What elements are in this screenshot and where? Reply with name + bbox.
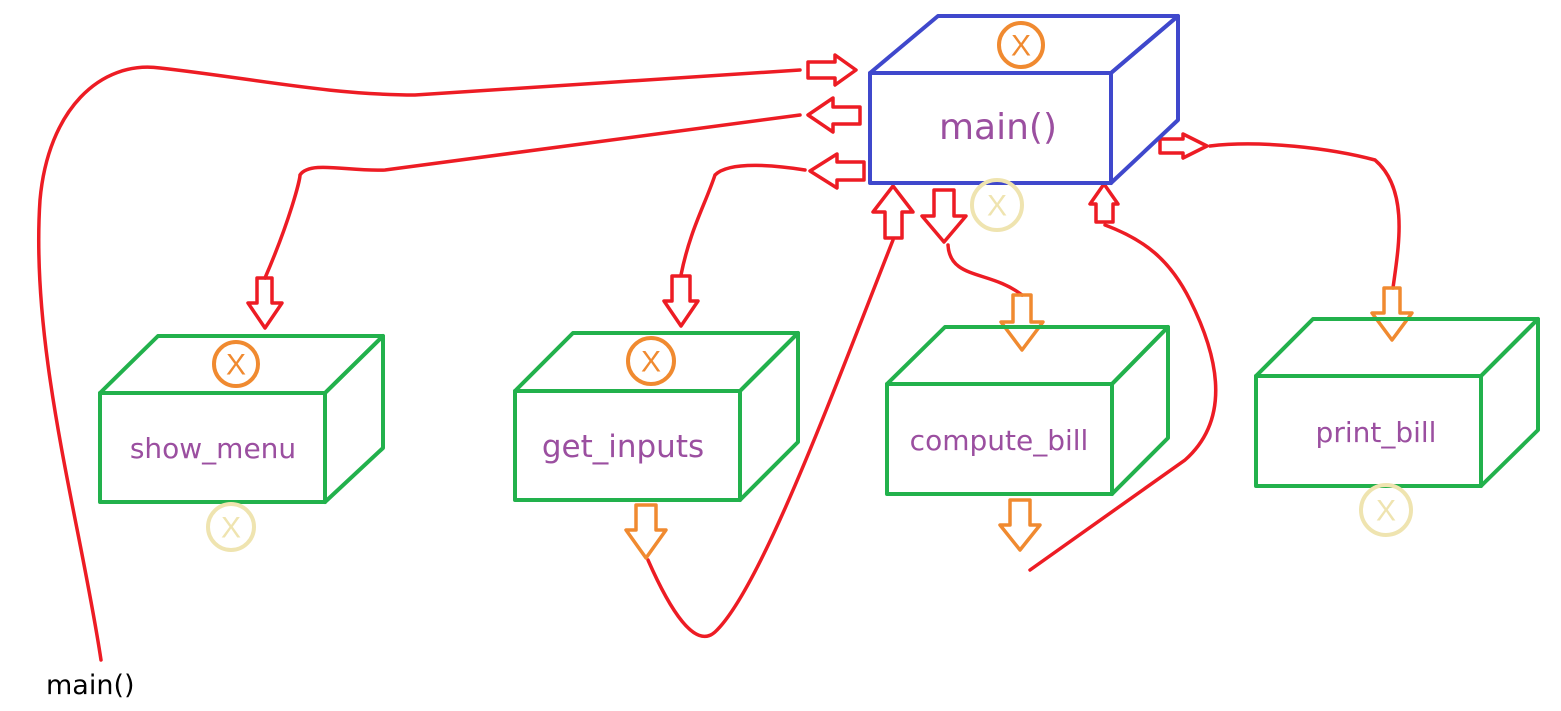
marker-main-faded: X xyxy=(970,178,1024,232)
marker-show-menu-faded: X xyxy=(206,502,256,552)
call-curve-show-menu xyxy=(263,113,802,280)
return-curve-get-inputs xyxy=(646,238,895,639)
return-curve-compute-bill xyxy=(1028,223,1218,572)
marker-show-menu-faded-glyph: X xyxy=(221,512,241,545)
call-arrows xyxy=(246,53,1209,330)
marker-print-bill-faded-glyph: X xyxy=(1376,495,1396,528)
print-bill-box-side-face xyxy=(1479,317,1540,488)
marker-main-faded-glyph: X xyxy=(987,190,1007,223)
markers: X X X X X X xyxy=(206,21,1413,552)
print-bill-label: print_bill xyxy=(1316,416,1437,449)
compute-bill-box-top-face xyxy=(885,325,1170,386)
marker-get-inputs-active-glyph: X xyxy=(641,346,661,379)
compute-bill-box-side-face xyxy=(1110,325,1170,496)
compute-bill-label: compute_bill xyxy=(910,424,1089,457)
arrow-down-from-get-inputs xyxy=(624,503,668,560)
entry-point-caption: main() xyxy=(46,670,135,701)
show-menu-box-side-face xyxy=(323,334,385,504)
get-inputs-label: get_inputs xyxy=(542,429,704,465)
entry-curve xyxy=(36,65,802,662)
arrow-right-call-print-bill xyxy=(1158,132,1209,160)
arrow-down-call-compute-bill xyxy=(920,188,968,244)
main-box[interactable] xyxy=(868,14,1180,185)
arrow-down-to-get-inputs xyxy=(662,274,700,328)
marker-print-bill-faded: X xyxy=(1359,483,1413,537)
marker-main-active: X xyxy=(997,21,1045,69)
print-bill-box-front-face xyxy=(1254,374,1483,488)
marker-show-menu-active: X xyxy=(212,340,260,388)
arrow-down-into-print-bill xyxy=(1370,286,1414,342)
show-menu-box-front-face xyxy=(98,391,327,504)
arrow-left-return-get-inputs xyxy=(808,152,866,190)
marker-show-menu-active-glyph: X xyxy=(226,349,246,382)
arrow-down-from-compute-bill xyxy=(998,498,1042,552)
arrow-left-return-show-menu xyxy=(806,96,862,134)
marker-main-active-glyph: X xyxy=(1011,30,1031,63)
print-bill-box[interactable] xyxy=(1254,317,1540,488)
arrow-down-to-show-menu xyxy=(246,276,284,330)
arrow-down-into-compute-bill xyxy=(999,293,1045,352)
call-curves xyxy=(36,65,1401,662)
return-arrows xyxy=(624,286,1414,560)
marker-get-inputs-active: X xyxy=(626,336,676,386)
arrow-up-from-compute-bill xyxy=(1088,182,1120,224)
arrow-right-entry xyxy=(806,53,858,87)
get-inputs-box-side-face xyxy=(738,331,800,502)
main-box-label: main() xyxy=(939,107,1057,148)
call-curve-compute-bill xyxy=(946,243,1024,297)
compute-bill-box-front-face xyxy=(885,382,1114,496)
call-curve-print-bill xyxy=(1208,142,1401,290)
call-curve-get-inputs xyxy=(679,163,807,277)
show-menu-label: show_menu xyxy=(130,432,296,465)
compute-bill-box[interactable] xyxy=(885,325,1170,496)
main-box-side-face xyxy=(1109,14,1180,185)
print-bill-box-top-face xyxy=(1254,317,1540,378)
get-inputs-box[interactable] xyxy=(513,331,800,502)
arrow-up-from-get-inputs xyxy=(871,184,915,240)
get-inputs-box-front-face xyxy=(513,389,742,502)
main-box-front-face xyxy=(868,71,1113,185)
show-menu-box[interactable] xyxy=(98,334,385,504)
